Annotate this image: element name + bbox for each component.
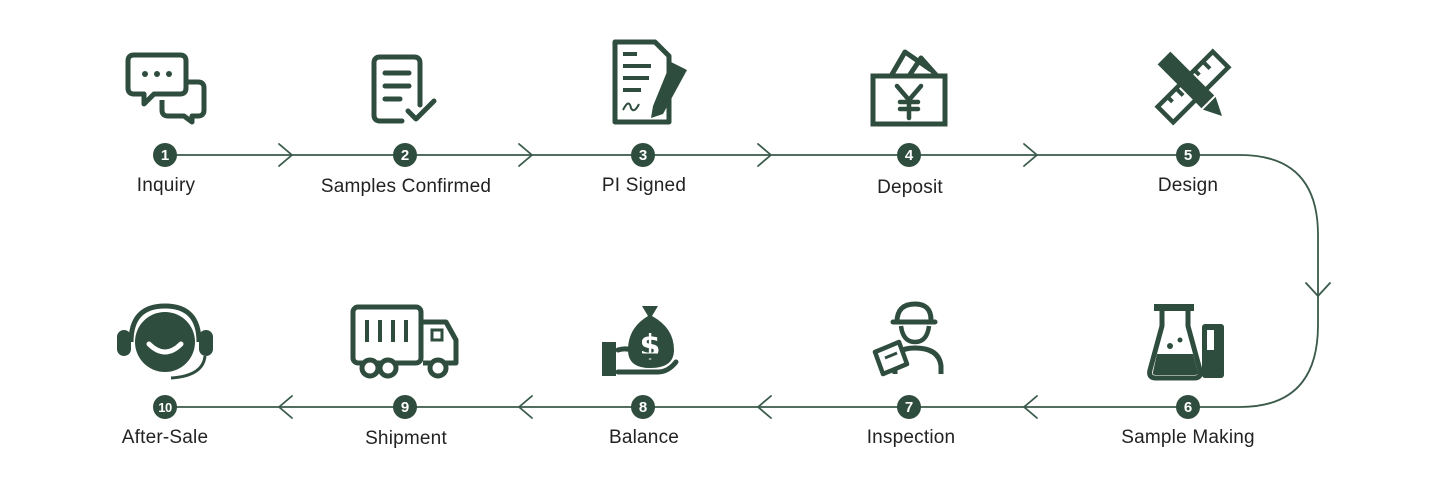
headset-support-icon: [117, 303, 213, 380]
yen-payment-icon: [870, 49, 948, 127]
delivery-truck-icon: [350, 304, 459, 379]
step-badge-10: 10: [153, 395, 177, 419]
step-label-7: Inspection: [866, 427, 956, 448]
step-badge-1: 1: [153, 143, 177, 167]
signed-contract-icon: [612, 39, 687, 125]
step-badge-4: 4: [897, 143, 921, 167]
step-label-9: Shipment: [365, 428, 447, 449]
checklist-document-icon: [371, 54, 437, 124]
step-label-10: After-Sale: [121, 427, 209, 448]
step-badge-3: 3: [631, 143, 655, 167]
step-badge-9: 9: [393, 395, 417, 419]
chat-bubbles-icon: [125, 52, 207, 125]
step-badge-5: 5: [1176, 143, 1200, 167]
step-label-5: Design: [1157, 175, 1219, 196]
step-badge-8: 8: [631, 395, 655, 419]
step-label-3: PI Signed: [601, 175, 687, 196]
flow-connectors: [165, 154, 1319, 408]
money-bag-hand-icon: $: [602, 306, 679, 376]
step-badge-6: 6: [1176, 395, 1200, 419]
step-label-4: Deposit: [877, 177, 943, 198]
step-label-1: Inquiry: [136, 175, 196, 196]
lab-flask-icon: [1147, 304, 1224, 381]
step-badge-2: 2: [393, 143, 417, 167]
step-label-6: Sample Making: [1121, 427, 1255, 448]
inspector-clipboard-icon: [872, 301, 944, 377]
step-label-8: Balance: [608, 427, 680, 448]
ruler-pencil-icon: [1154, 48, 1232, 126]
flow-arrows: [278, 143, 1331, 419]
step-label-2: Samples Confirmed: [320, 176, 492, 197]
step-badge-7: 7: [897, 395, 921, 419]
